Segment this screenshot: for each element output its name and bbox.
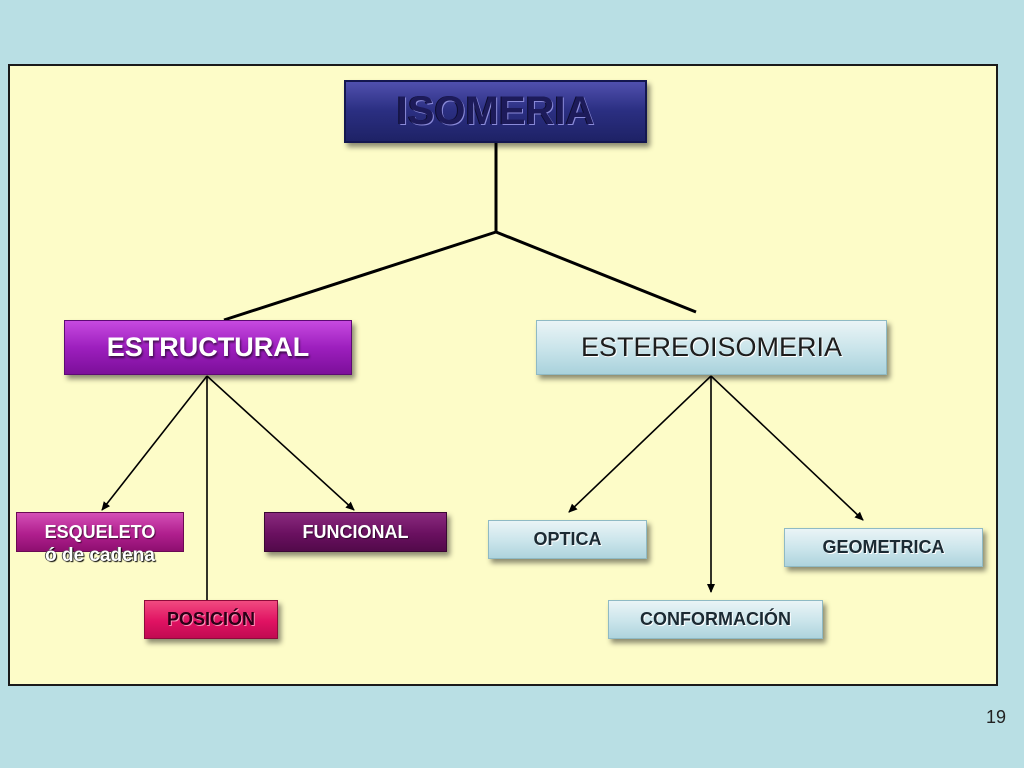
node-posicion: POSICIÓN [144,600,278,639]
node-estructural: ESTRUCTURAL [64,320,352,375]
node-conformacion: CONFORMACIÓN [608,600,823,639]
node-funcional-label: FUNCIONAL [302,521,409,542]
node-geometrica: GEOMETRICA [784,528,983,567]
node-esqueleto-sublabel: ó de cadena [45,545,155,566]
diagram-panel [8,64,998,686]
root-branch-lines [223,143,697,322]
node-posicion-label: POSICIÓN [166,609,255,629]
node-isomeria: ISOMERIA [344,80,647,143]
node-estructural-label: ESTRUCTURAL [106,332,310,362]
node-geometrica-label: GEOMETRICA [822,537,945,557]
node-esqueleto: ESQUELETO [16,512,184,552]
structural-arrows [101,375,355,600]
node-isomeria-label: ISOMERIA [396,89,595,133]
node-estereoisomeria: ESTEREOISOMERIA [536,320,887,375]
stereo-arrows [568,375,864,593]
node-optica-label: OPTICA [533,529,602,549]
node-optica: OPTICA [488,520,647,559]
node-conformacion-label: CONFORMACIÓN [640,609,791,629]
node-estereoisomeria-label: ESTEREOISOMERIA [580,332,843,362]
slide-page-number: 19 [986,707,1007,727]
node-esqueleto-label: ESQUELETO [44,521,156,542]
node-funcional: FUNCIONAL [264,512,447,552]
